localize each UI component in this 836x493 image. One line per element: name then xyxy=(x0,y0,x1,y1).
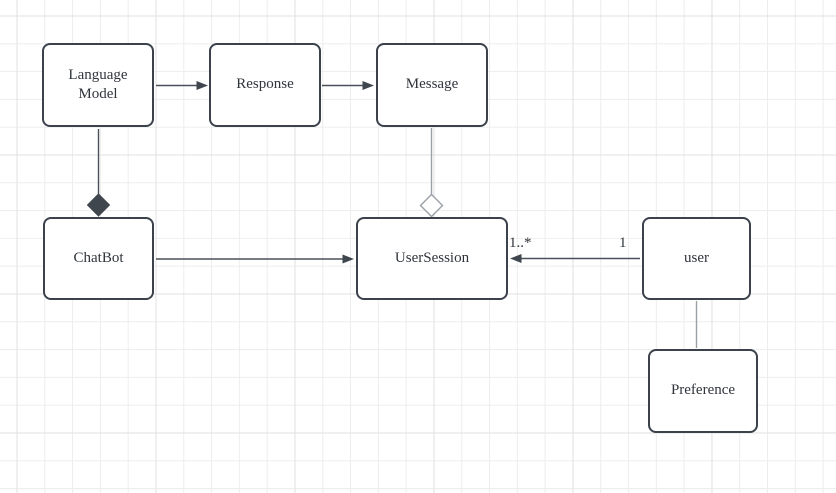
edge-chatbot-usersession[interactable] xyxy=(156,254,354,264)
node-user[interactable]: user xyxy=(642,217,751,300)
multiplicity-label-source: 1 xyxy=(619,235,627,251)
node-label: ChatBot xyxy=(73,249,124,266)
node-usersession[interactable]: UserSession xyxy=(356,217,508,300)
edge-user-usersession[interactable] xyxy=(510,254,640,263)
arrowhead xyxy=(342,254,354,264)
node-language-model[interactable]: Language Model xyxy=(42,43,154,127)
aggregation-diamond xyxy=(419,193,444,218)
arrowhead xyxy=(196,81,208,90)
node-chatbot[interactable]: ChatBot xyxy=(43,217,154,300)
node-label: Preference xyxy=(670,382,736,399)
arrowhead xyxy=(362,81,374,90)
edge-message-usersession-aggregation[interactable] xyxy=(419,128,444,218)
edge-languagemodel-response[interactable] xyxy=(156,81,208,90)
node-label: UserSession xyxy=(394,249,470,266)
node-response[interactable]: Response xyxy=(209,43,321,127)
node-label: Message xyxy=(405,76,459,93)
node-label: Response xyxy=(236,76,294,93)
multiplicity-label-target: 1..* xyxy=(509,235,532,251)
node-message[interactable]: Message xyxy=(376,43,488,127)
node-label: user xyxy=(684,249,709,266)
edge-response-message[interactable] xyxy=(322,81,374,90)
node-preference[interactable]: Preference xyxy=(648,349,758,433)
node-label: Language Model xyxy=(68,66,128,103)
composition-diamond xyxy=(86,193,111,217)
edge-languagemodel-chatbot-composition[interactable] xyxy=(86,129,111,217)
arrowhead xyxy=(510,254,522,263)
